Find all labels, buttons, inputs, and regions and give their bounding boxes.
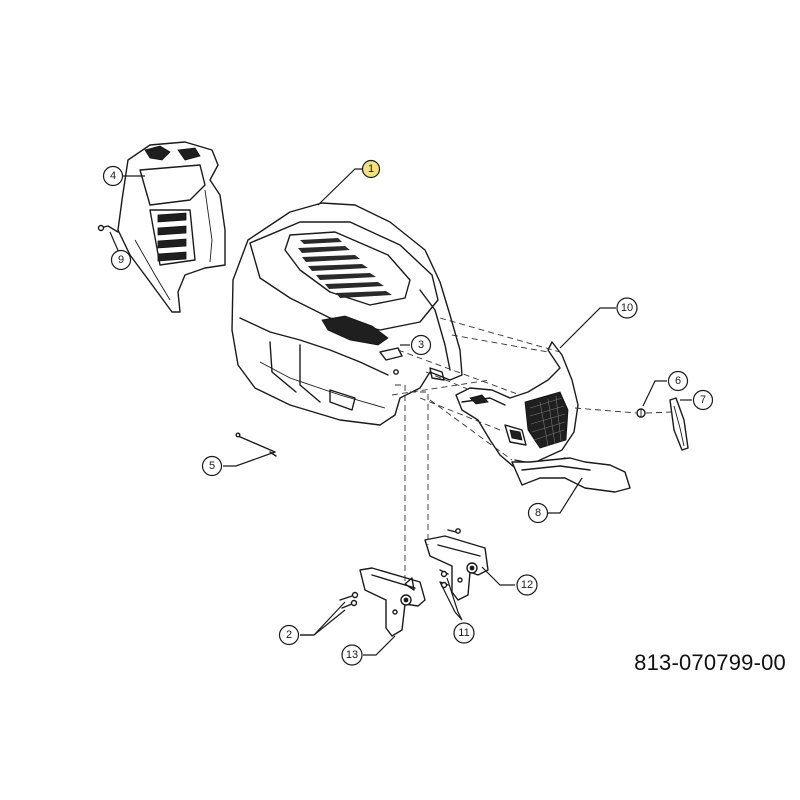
- callout-2-label: 2: [286, 629, 292, 641]
- callout-5[interactable]: 5: [201, 455, 223, 477]
- callout-4-label: 4: [110, 170, 116, 182]
- left-hinge-bracket: [359, 567, 426, 637]
- grille-nose-part: [455, 341, 579, 473]
- leader-lines: [109, 168, 692, 656]
- callout-1-label: 1: [368, 163, 374, 175]
- screw-part-9: [97, 224, 119, 233]
- callout-10[interactable]: 10: [616, 297, 638, 319]
- hood-part: [231, 202, 463, 426]
- callout-12-label: 12: [521, 579, 533, 591]
- callout-11[interactable]: 11: [453, 622, 475, 644]
- fender-panel-part: [117, 141, 226, 313]
- callout-5-label: 5: [209, 460, 215, 472]
- callout-6[interactable]: 6: [667, 370, 689, 392]
- hood-vent-grille: [298, 238, 392, 298]
- bolt-part-6: [636, 408, 646, 418]
- callout-8-label: 8: [535, 507, 541, 519]
- callout-13-label: 13: [346, 649, 358, 661]
- callout-6-label: 6: [675, 375, 681, 387]
- callout-8[interactable]: 8: [527, 502, 549, 524]
- callout-1[interactable]: 1: [361, 159, 381, 179]
- callout-11-label: 11: [458, 627, 469, 639]
- drawing-number: 813-070799-00: [634, 650, 786, 675]
- right-hinge-bracket: [424, 528, 489, 601]
- callout-4[interactable]: 4: [102, 165, 124, 187]
- callout-12[interactable]: 12: [516, 574, 538, 596]
- screws-part-2: [339, 591, 359, 609]
- callout-2[interactable]: 2: [278, 624, 300, 646]
- callout-9[interactable]: 9: [110, 249, 132, 271]
- assembly-dash-lines: [391, 317, 673, 582]
- rod-part-5: [235, 432, 277, 457]
- valance-part: [511, 457, 631, 493]
- callout-3-label: 3: [418, 339, 424, 351]
- front-grille-mesh: [524, 391, 569, 449]
- callout-9-label: 9: [118, 254, 124, 266]
- callout-3[interactable]: 3: [410, 334, 432, 356]
- clip-part-7: [669, 397, 689, 451]
- callout-13[interactable]: 13: [341, 644, 363, 666]
- callout-7[interactable]: 7: [692, 389, 714, 411]
- callout-10-label: 10: [621, 302, 633, 314]
- callout-7-label: 7: [700, 394, 706, 406]
